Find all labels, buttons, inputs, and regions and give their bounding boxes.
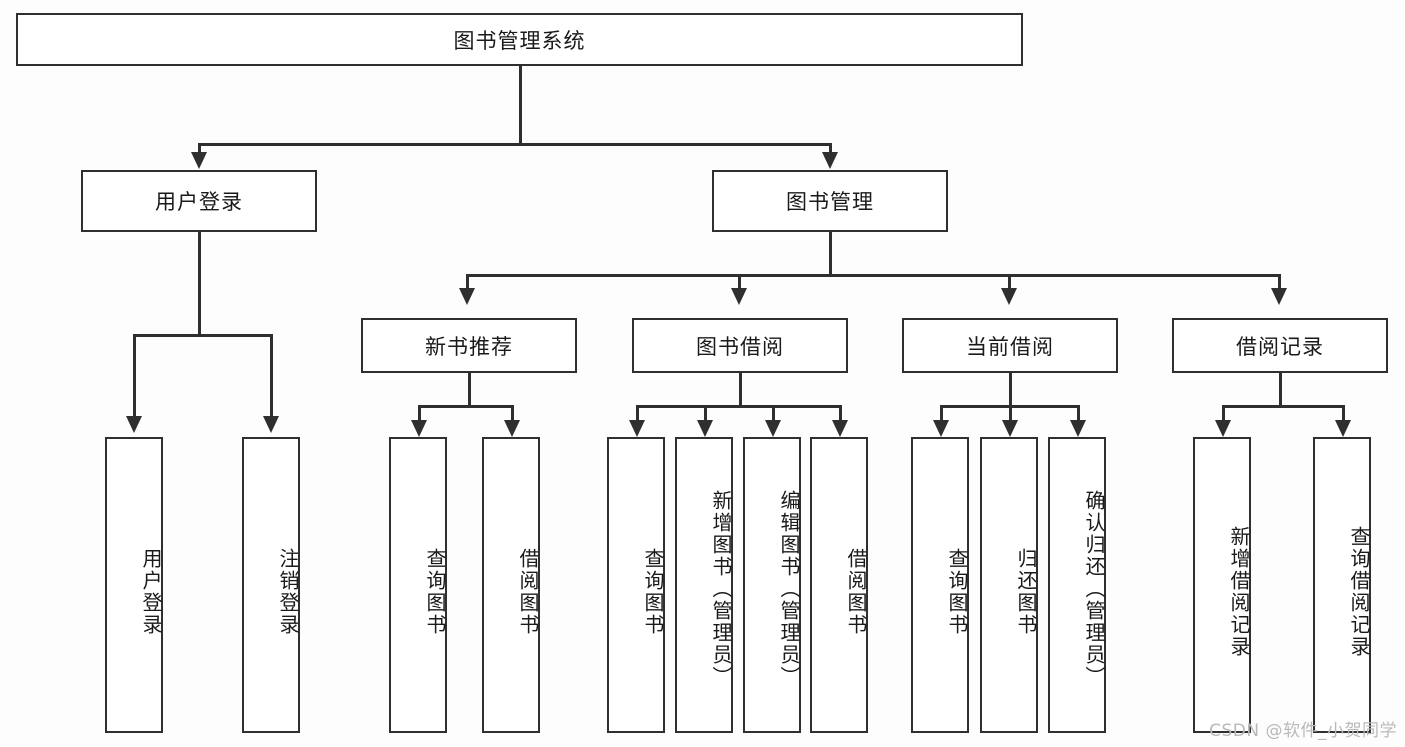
arrow-nbr-to-leaf-1 bbox=[504, 420, 520, 437]
leaf-current-borrow-0[interactable]: 查询图书 bbox=[911, 437, 969, 733]
node-borrow-record[interactable]: 借阅记录 bbox=[1172, 318, 1388, 373]
connector-br-to-leaf-1 bbox=[1342, 405, 1345, 425]
node-label: 图书管理系统 bbox=[453, 28, 586, 53]
leaf-new-book-recommend-0[interactable]: 查询图书 bbox=[389, 437, 447, 733]
connector-user-login-to-leaf-1 bbox=[270, 334, 273, 420]
arrow-bb-to-leaf-1 bbox=[697, 420, 713, 437]
connector-bm-to-borrow-record bbox=[1278, 274, 1281, 291]
arrow-bm-to-book-borrow bbox=[731, 288, 747, 305]
connector-user-login-bar bbox=[133, 334, 272, 337]
connector-bb-to-leaf-1 bbox=[704, 405, 707, 425]
leaf-book-borrow-0[interactable]: 查询图书 bbox=[607, 437, 665, 733]
node-label: 新增借阅记录 bbox=[1227, 526, 1251, 658]
connector-root-to-book-management bbox=[829, 143, 832, 158]
connector-bb-bar bbox=[636, 405, 840, 408]
connector-cb-to-leaf-2 bbox=[1077, 405, 1080, 425]
connector-nbr-trunk bbox=[468, 373, 471, 405]
connector-book-management-trunk bbox=[829, 232, 832, 274]
connector-bb-to-leaf-0 bbox=[636, 405, 639, 425]
arrow-nbr-to-leaf-0 bbox=[411, 420, 427, 437]
node-user-login[interactable]: 用户登录 bbox=[81, 170, 317, 232]
node-current-borrow[interactable]: 当前借阅 bbox=[902, 318, 1118, 373]
csdn-watermark: CSDN @软件_小贺同学 bbox=[1209, 721, 1397, 741]
leaf-book-borrow-3[interactable]: 借阅图书 bbox=[810, 437, 868, 733]
node-label: 查询图书 bbox=[945, 548, 969, 636]
node-label: 借阅记录 bbox=[1236, 334, 1324, 359]
node-label: 确认归还（管理员） bbox=[1082, 490, 1106, 688]
node-root-book-management-system[interactable]: 图书管理系统 bbox=[16, 13, 1023, 66]
node-label: 编辑图书（管理员） bbox=[777, 490, 801, 688]
connector-book-management-bar bbox=[466, 274, 1280, 277]
leaf-new-book-recommend-1[interactable]: 借阅图书 bbox=[482, 437, 540, 733]
connector-root-bar bbox=[198, 143, 831, 146]
arrow-bm-to-current-borrow bbox=[1001, 288, 1017, 305]
node-label: 查询图书 bbox=[423, 548, 447, 636]
connector-cb-trunk bbox=[1009, 373, 1012, 405]
node-label: 查询图书 bbox=[641, 548, 665, 636]
arrow-cb-to-leaf-1 bbox=[1002, 420, 1018, 437]
arrow-br-to-leaf-0 bbox=[1215, 420, 1231, 437]
leaf-book-borrow-2[interactable]: 编辑图书（管理员） bbox=[743, 437, 801, 733]
connector-nbr-to-leaf-1 bbox=[511, 405, 514, 425]
node-label: 归还图书 bbox=[1014, 548, 1038, 636]
arrow-bb-to-leaf-0 bbox=[629, 420, 645, 437]
connector-bm-to-current-borrow bbox=[1008, 274, 1011, 291]
leaf-book-borrow-1[interactable]: 新增图书（管理员） bbox=[675, 437, 733, 733]
node-book-borrow[interactable]: 图书借阅 bbox=[632, 318, 848, 373]
arrow-bm-to-borrow-record bbox=[1271, 288, 1287, 305]
node-label: 借阅图书 bbox=[516, 548, 540, 636]
connector-cb-to-leaf-0 bbox=[940, 405, 943, 425]
arrow-user-login-to-leaf-0 bbox=[126, 416, 142, 433]
node-book-management[interactable]: 图书管理 bbox=[712, 170, 948, 232]
arrow-root-to-user-login bbox=[191, 152, 207, 169]
leaf-user-login-0[interactable]: 用户登录 bbox=[105, 437, 163, 733]
connector-root-trunk bbox=[519, 66, 522, 143]
connector-br-to-leaf-0 bbox=[1222, 405, 1225, 425]
node-label: 新增图书（管理员） bbox=[709, 490, 733, 688]
node-label: 图书管理 bbox=[786, 190, 874, 214]
leaf-user-login-1[interactable]: 注销登录 bbox=[242, 437, 300, 733]
arrow-user-login-to-leaf-1 bbox=[263, 416, 279, 433]
node-label: 借阅图书 bbox=[844, 548, 868, 636]
leaf-current-borrow-1[interactable]: 归还图书 bbox=[980, 437, 1038, 733]
connector-br-bar bbox=[1222, 405, 1344, 408]
connector-nbr-to-leaf-0 bbox=[418, 405, 421, 425]
arrow-cb-to-leaf-2 bbox=[1070, 420, 1086, 437]
leaf-borrow-record-1[interactable]: 查询借阅记录 bbox=[1313, 437, 1371, 733]
connector-root-to-user-login bbox=[198, 143, 201, 158]
connector-cb-to-leaf-1 bbox=[1009, 405, 1012, 425]
arrow-bm-to-new-book-recommend bbox=[459, 288, 475, 305]
node-new-book-recommend[interactable]: 新书推荐 bbox=[361, 318, 577, 373]
connector-bb-trunk bbox=[739, 373, 742, 405]
leaf-borrow-record-0[interactable]: 新增借阅记录 bbox=[1193, 437, 1251, 733]
arrow-root-to-book-management bbox=[822, 152, 838, 169]
arrow-br-to-leaf-1 bbox=[1335, 420, 1351, 437]
connector-bm-to-book-borrow bbox=[738, 274, 741, 291]
node-label: 用户登录 bbox=[139, 548, 163, 636]
connector-bb-to-leaf-3 bbox=[839, 405, 842, 425]
node-label: 注销登录 bbox=[276, 548, 300, 636]
arrow-cb-to-leaf-0 bbox=[933, 420, 949, 437]
node-label: 新书推荐 bbox=[425, 334, 513, 359]
arrow-bb-to-leaf-3 bbox=[832, 420, 848, 437]
connector-br-trunk bbox=[1279, 373, 1282, 405]
node-label: 图书借阅 bbox=[696, 334, 784, 359]
connector-bb-to-leaf-2 bbox=[772, 405, 775, 425]
connector-bm-to-new-book-recommend bbox=[466, 274, 469, 291]
connector-user-login-trunk bbox=[198, 232, 201, 334]
connector-user-login-to-leaf-0 bbox=[133, 334, 136, 420]
leaf-current-borrow-2[interactable]: 确认归还（管理员） bbox=[1048, 437, 1106, 733]
node-label: 用户登录 bbox=[155, 190, 243, 214]
arrow-bb-to-leaf-2 bbox=[765, 420, 781, 437]
node-label: 当前借阅 bbox=[966, 334, 1054, 359]
connector-nbr-bar bbox=[418, 405, 513, 408]
node-label: 查询借阅记录 bbox=[1347, 526, 1371, 658]
